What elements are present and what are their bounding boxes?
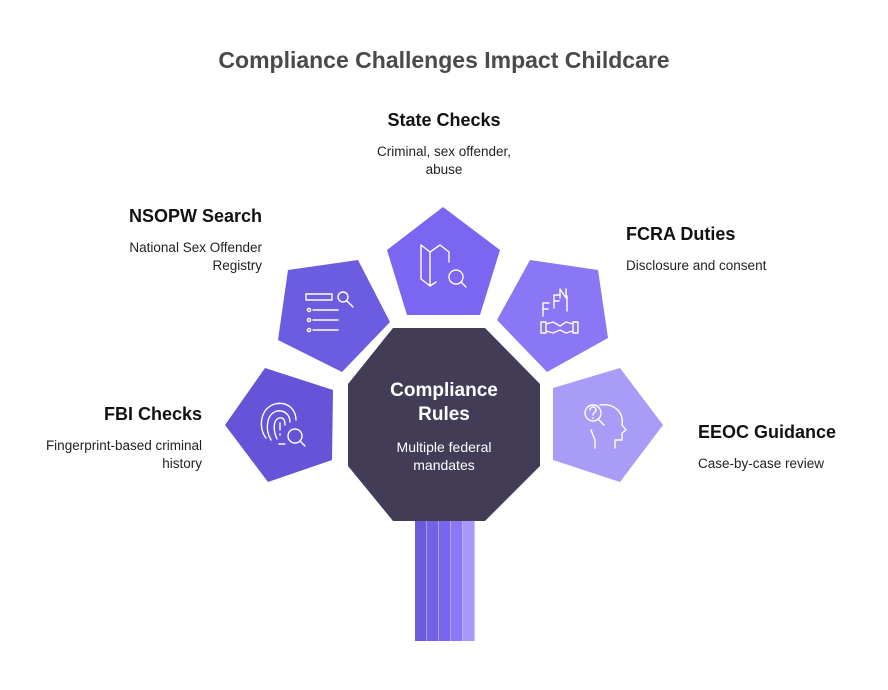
fbi-checks-label: FBI Checks Fingerprint-based criminal hi… [2, 404, 202, 473]
stem-bar [451, 520, 463, 641]
list-search-icon [305, 291, 354, 333]
item-desc: history [162, 456, 202, 471]
item-title: NSOPW Search [128, 206, 262, 226]
center-title-line: Compliance [390, 380, 498, 401]
item-desc: abuse [425, 162, 463, 177]
stem [415, 520, 475, 641]
stem-bar [463, 520, 475, 641]
item-title: State Checks [387, 110, 501, 130]
item-desc: Fingerprint-based criminal [45, 438, 202, 453]
item-desc: Disclosure and consent [626, 258, 767, 273]
eeoc-guidance-label: EEOC Guidance Case-by-case review [698, 422, 878, 473]
center-desc-line: Multiple federal [396, 439, 492, 455]
center-title: Compliance Rules [348, 379, 540, 427]
state-checks-pentagon[interactable] [387, 207, 500, 315]
fcra-duties-label: FCRA Duties Disclosure and consent [626, 224, 846, 275]
item-desc: National Sex Offender [129, 240, 262, 255]
item-title: EEOC Guidance [698, 422, 837, 442]
center-description: Multiple federal mandates [348, 438, 540, 474]
nsopw-search-label: NSOPW Search National Sex Offender Regis… [62, 206, 262, 275]
item-desc: Registry [212, 258, 262, 273]
center-desc-line: mandates [413, 457, 475, 473]
stem-bar [439, 520, 451, 641]
handshake-document-icon [540, 288, 579, 334]
fbi-checks-pentagon[interactable] [225, 368, 333, 482]
diagram-title: Compliance Challenges Impact Childcare [218, 47, 670, 73]
fingerprint-search-icon [260, 402, 306, 447]
stem-bar [427, 520, 439, 641]
item-desc: Case-by-case review [698, 456, 825, 471]
head-question-icon [584, 404, 627, 449]
item-title: FBI Checks [103, 404, 202, 424]
stem-bar [415, 520, 427, 641]
item-desc: Criminal, sex offender, [376, 144, 512, 159]
fcra-duties-pentagon[interactable] [497, 260, 608, 372]
center-octagon [348, 328, 540, 521]
center-title-line: Rules [418, 404, 470, 425]
map-search-icon [420, 244, 467, 288]
eeoc-guidance-pentagon[interactable] [553, 368, 663, 482]
state-checks-label: State Checks Criminal, sex offender, abu… [344, 110, 544, 179]
item-title: FCRA Duties [626, 224, 736, 244]
nsopw-search-pentagon[interactable] [278, 260, 390, 372]
